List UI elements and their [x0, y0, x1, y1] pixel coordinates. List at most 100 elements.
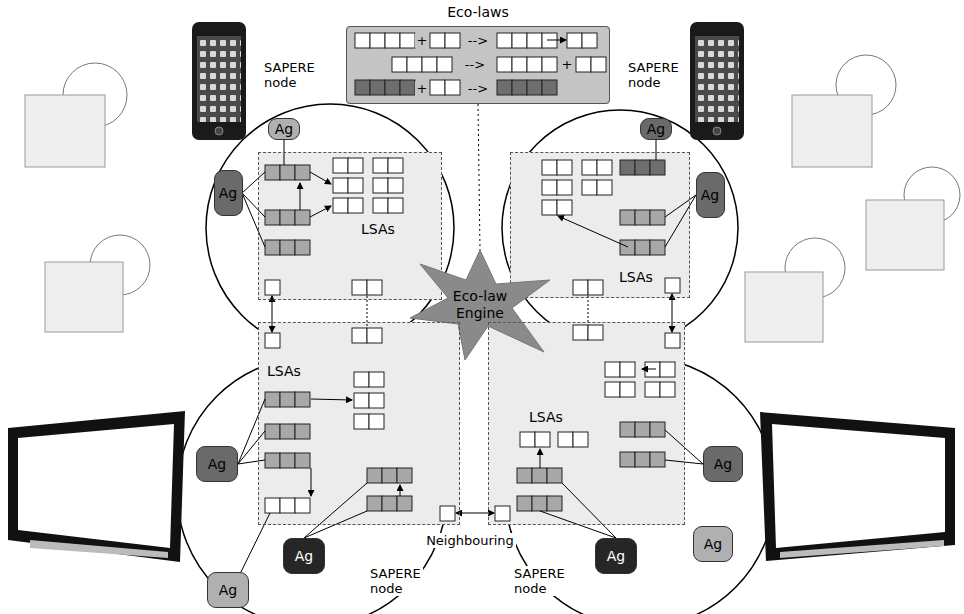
tuple-cell [573, 325, 588, 340]
agent-label: Ag [275, 121, 293, 137]
tuple-cell [582, 180, 597, 195]
tuple-cell [620, 240, 635, 255]
tuple-cell [348, 178, 363, 193]
tuple-cell [517, 468, 532, 483]
tuple-cell [597, 160, 612, 175]
tuple-cell [573, 280, 588, 295]
engine-label: Eco-law Engine [440, 288, 520, 322]
tuple-cell [605, 362, 620, 377]
tuple-cell [265, 453, 280, 468]
tuple-cell [280, 392, 295, 407]
tuple-cell [280, 210, 295, 225]
tuple-cell [650, 210, 665, 225]
tuple-cell [620, 210, 635, 225]
agent-label: Ag [607, 548, 625, 564]
engine-star: Eco-law Engine [410, 250, 550, 360]
tuple-cell [557, 180, 572, 195]
tuple-cell [369, 393, 384, 408]
tuple-cell [620, 362, 635, 377]
tuple-cell [527, 80, 542, 95]
agent-box: Ag [283, 538, 325, 574]
tuple-cell [295, 453, 310, 468]
tuple-cell [295, 165, 310, 180]
space-label: LSAs [619, 269, 653, 285]
agent-box: Ag [196, 446, 238, 482]
tuple-cell [392, 57, 407, 72]
tuple-cell [354, 393, 369, 408]
space-label: LSAs [267, 363, 301, 379]
tuple-cell [495, 506, 510, 521]
tuple-cell [635, 452, 650, 467]
tuple-cell [635, 240, 650, 255]
tuple-cell [650, 240, 665, 255]
tuple-cell [512, 80, 527, 95]
phones [192, 22, 744, 140]
tuple-cell [573, 432, 588, 447]
tuple-cell [367, 496, 382, 511]
tuple-cell [542, 57, 557, 72]
tuple-cell [445, 80, 460, 95]
tuple-cell [348, 158, 363, 173]
tuple-cell [635, 210, 650, 225]
tuple-cell [382, 496, 397, 511]
tuple-cell [645, 382, 660, 397]
space-label: LSAs [529, 409, 563, 425]
tuple-cell [567, 33, 582, 48]
tuple-cell [547, 468, 562, 483]
tuple-cell [295, 210, 310, 225]
node-caption: SAPERE node [262, 60, 317, 90]
tuple-cell [352, 280, 367, 295]
tuple-cell [397, 496, 412, 511]
lsa-space: LSAs [258, 322, 460, 525]
tuple-cell [265, 498, 280, 513]
node-circles [177, 104, 775, 614]
tuple-cell [445, 33, 460, 48]
tuple-cell [352, 328, 367, 343]
agent-box: Ag [214, 170, 243, 216]
tuple-cell [385, 33, 400, 48]
tuple-cell [582, 160, 597, 175]
tuple-cell [373, 178, 388, 193]
star-outline [410, 250, 550, 360]
agent-label: Ag [701, 187, 719, 203]
tuple-cell [635, 422, 650, 437]
rule-operator: + [560, 57, 575, 72]
agent-label: Ag [704, 536, 722, 552]
tuple-cell [397, 468, 412, 483]
agent-label: Ag [714, 456, 732, 472]
tuple-cell [333, 158, 348, 173]
tuple-cell [388, 198, 403, 213]
tuple-cell [265, 392, 280, 407]
tuple-cell [355, 80, 370, 95]
lsa-space: LSAs [510, 152, 690, 298]
tuple-cell [382, 468, 397, 483]
agent-label: Ag [208, 456, 226, 472]
tuple-cell [437, 57, 452, 72]
agent-label: Ag [647, 121, 665, 137]
tuple-cell [576, 57, 591, 72]
tuple-cell [265, 333, 280, 348]
tuple-cell [547, 496, 562, 511]
agent-box: Ag [703, 446, 743, 482]
tuple-cell [295, 240, 310, 255]
tuple-cell [265, 240, 280, 255]
tuple-cell [605, 382, 620, 397]
rule-operator: --> [463, 57, 487, 72]
tuple-cell [512, 57, 527, 72]
wires [238, 40, 703, 578]
agent-box: Ag [268, 118, 300, 140]
tuple-cell [355, 33, 370, 48]
rule-operator: + [415, 33, 430, 48]
tuple-cell [265, 165, 280, 180]
tuple-cell [400, 33, 415, 48]
tuple-cell [527, 33, 542, 48]
tuple-cell [542, 80, 557, 95]
tuple-cell [367, 328, 382, 343]
tuple-cell [535, 432, 550, 447]
tuple-cell [620, 422, 635, 437]
tuple-cell [333, 198, 348, 213]
tuple-cell [295, 498, 310, 513]
lsa-space: LSAs [258, 152, 442, 300]
rule-operator: + [415, 81, 430, 96]
tuples [265, 33, 680, 521]
